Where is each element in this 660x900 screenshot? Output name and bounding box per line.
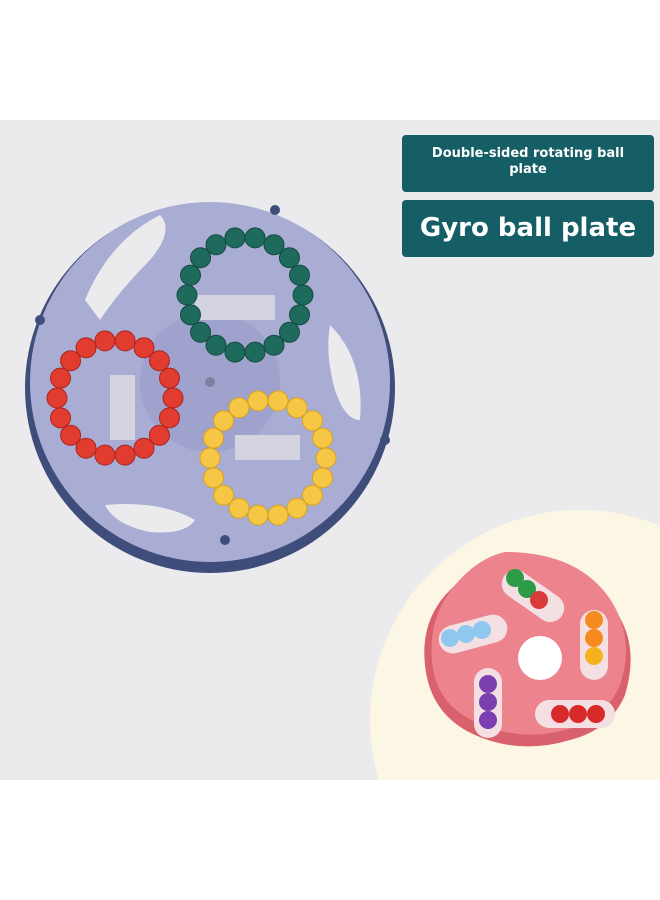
ball	[162, 387, 184, 409]
ball	[267, 504, 289, 526]
ball	[585, 611, 603, 629]
ball	[228, 397, 250, 419]
ball	[159, 367, 181, 389]
ball	[286, 497, 308, 519]
ball	[263, 334, 285, 356]
ball	[263, 234, 285, 256]
ball	[441, 629, 459, 647]
ball	[60, 350, 82, 372]
ball	[289, 304, 311, 326]
ball	[247, 390, 269, 412]
ball	[94, 444, 116, 466]
ball	[114, 330, 136, 352]
ball	[315, 447, 337, 469]
ball	[228, 497, 250, 519]
ball	[179, 264, 201, 286]
ball	[479, 693, 497, 711]
ball	[530, 591, 548, 609]
ball	[473, 621, 491, 639]
title-label: Gyro ball plate	[402, 200, 654, 257]
ball	[457, 625, 475, 643]
subtitle-label: Double-sided rotating ball plate	[402, 135, 654, 192]
ball	[205, 334, 227, 356]
ball	[213, 484, 235, 506]
product-photo: Double-sided rotating ball plate Gyro ba…	[0, 120, 660, 780]
yellow-ball-ring	[199, 390, 337, 526]
ball	[244, 227, 266, 249]
ball	[289, 264, 311, 286]
green-ball-ring	[176, 227, 314, 363]
plate-window	[328, 325, 361, 420]
ball	[202, 427, 224, 449]
ball	[312, 467, 334, 489]
ball	[190, 321, 212, 343]
ball	[506, 569, 524, 587]
blue-ball-plate	[25, 202, 395, 573]
ball	[278, 247, 300, 269]
ball	[244, 341, 266, 363]
ball	[479, 675, 497, 693]
ball	[267, 390, 289, 412]
ball	[133, 337, 155, 359]
ball	[49, 407, 71, 429]
ball	[159, 407, 181, 429]
ball	[213, 410, 235, 432]
plate-window	[85, 215, 166, 320]
ball	[224, 341, 246, 363]
ball	[190, 247, 212, 269]
ball	[301, 410, 323, 432]
ball	[179, 304, 201, 326]
ball	[247, 504, 269, 526]
ball	[518, 580, 536, 598]
ball	[205, 234, 227, 256]
ball	[49, 367, 71, 389]
ball	[148, 424, 170, 446]
ball	[479, 711, 497, 729]
ball	[587, 705, 605, 723]
ball	[148, 350, 170, 372]
red-ball-ring	[46, 330, 184, 466]
ball	[114, 444, 136, 466]
ball	[286, 397, 308, 419]
ball	[133, 437, 155, 459]
ball	[202, 467, 224, 489]
ball	[301, 484, 323, 506]
ball	[585, 629, 603, 647]
ball	[94, 330, 116, 352]
ball	[60, 424, 82, 446]
plate-window	[105, 504, 195, 533]
ball	[569, 705, 587, 723]
ball	[292, 284, 314, 306]
ball	[75, 437, 97, 459]
ball	[312, 427, 334, 449]
ball	[75, 337, 97, 359]
ball	[224, 227, 246, 249]
ball	[278, 321, 300, 343]
ball	[199, 447, 221, 469]
ball	[176, 284, 198, 306]
ball	[551, 705, 569, 723]
pink-ball-plate	[424, 552, 631, 747]
ball	[585, 647, 603, 665]
ball	[46, 387, 68, 409]
center-spinner	[518, 636, 562, 680]
product-illustration	[25, 202, 631, 747]
